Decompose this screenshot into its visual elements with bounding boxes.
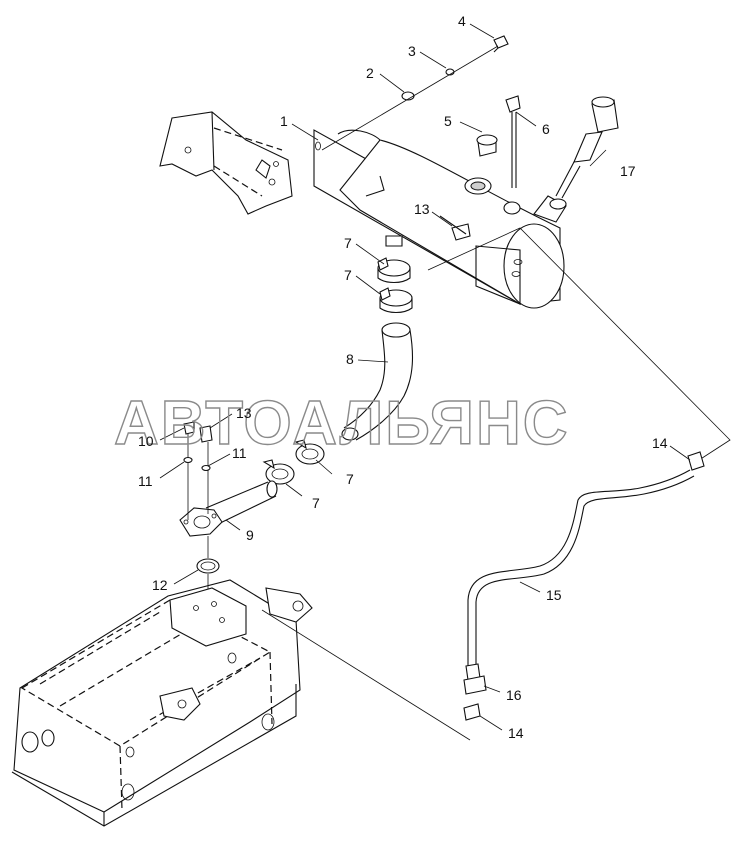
callout-14-upper: 14 <box>652 435 668 451</box>
callout-10: 10 <box>138 433 154 449</box>
callout-16: 16 <box>506 687 522 703</box>
gearbox-housing <box>11 579 313 827</box>
callout-1: 1 <box>280 113 288 129</box>
callout-11-left: 11 <box>138 473 153 489</box>
watermark-text: АВТОАЛЬЯНС <box>114 389 570 458</box>
fasteners <box>321 35 509 151</box>
hose-clamps-lower <box>262 439 325 485</box>
callout-11-right: 11 <box>232 445 247 461</box>
hose <box>341 322 413 441</box>
callout-13-lower: 13 <box>236 405 252 421</box>
pipe <box>179 480 278 537</box>
callout-3: 3 <box>408 43 416 59</box>
callout-2: 2 <box>366 65 374 81</box>
callout-9: 9 <box>246 527 254 543</box>
callout-7-upper-a: 7 <box>344 235 352 251</box>
callout-15: 15 <box>546 587 562 603</box>
callout-leaders <box>159 23 691 731</box>
callout-8: 8 <box>346 351 354 367</box>
callout-4: 4 <box>458 13 466 29</box>
callout-7-upper-b: 7 <box>344 267 352 283</box>
hose-clamps-upper <box>377 257 413 314</box>
connector-lines <box>261 227 731 741</box>
callout-5: 5 <box>444 113 452 129</box>
callout-17: 17 <box>620 163 636 179</box>
callout-labels: 1 2 3 4 5 6 17 13 7 7 8 13 10 11 11 7 7 … <box>138 13 668 741</box>
sensor-cable <box>463 451 705 721</box>
o-ring <box>196 536 220 600</box>
callout-12: 12 <box>152 577 168 593</box>
mounting-bracket <box>159 111 293 215</box>
cap-dipstick-breather <box>476 95 619 199</box>
pipe-fasteners <box>183 421 213 520</box>
callout-14-lower: 14 <box>508 725 524 741</box>
tank <box>313 129 567 309</box>
callout-13-upper: 13 <box>414 201 430 217</box>
callout-7-lower-a: 7 <box>346 471 354 487</box>
callout-7-lower-b: 7 <box>312 495 320 511</box>
callout-6: 6 <box>542 121 550 137</box>
tube-clip-upper <box>439 215 471 241</box>
